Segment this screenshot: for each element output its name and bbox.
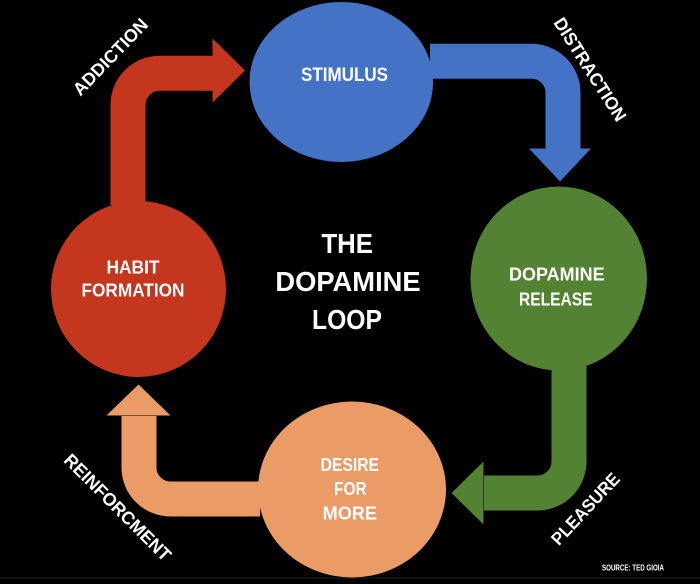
svg-text:RELEASE: RELEASE: [519, 290, 593, 310]
svg-text:MORE: MORE: [323, 503, 377, 523]
svg-text:SOURCE: TED GIOIA: SOURCE: TED GIOIA: [602, 563, 664, 573]
svg-text:STIMULUS: STIMULUS: [301, 65, 388, 86]
svg-text:DESIRE: DESIRE: [321, 455, 379, 475]
svg-text:DOPAMINE: DOPAMINE: [509, 265, 605, 285]
svg-text:FORMATION: FORMATION: [82, 281, 185, 301]
svg-text:DOPAMINE: DOPAMINE: [275, 266, 420, 297]
svg-text:THE: THE: [321, 228, 373, 259]
svg-text:FOR: FOR: [334, 479, 367, 499]
svg-text:LOOP: LOOP: [312, 304, 382, 335]
svg-text:HABIT: HABIT: [107, 258, 160, 278]
